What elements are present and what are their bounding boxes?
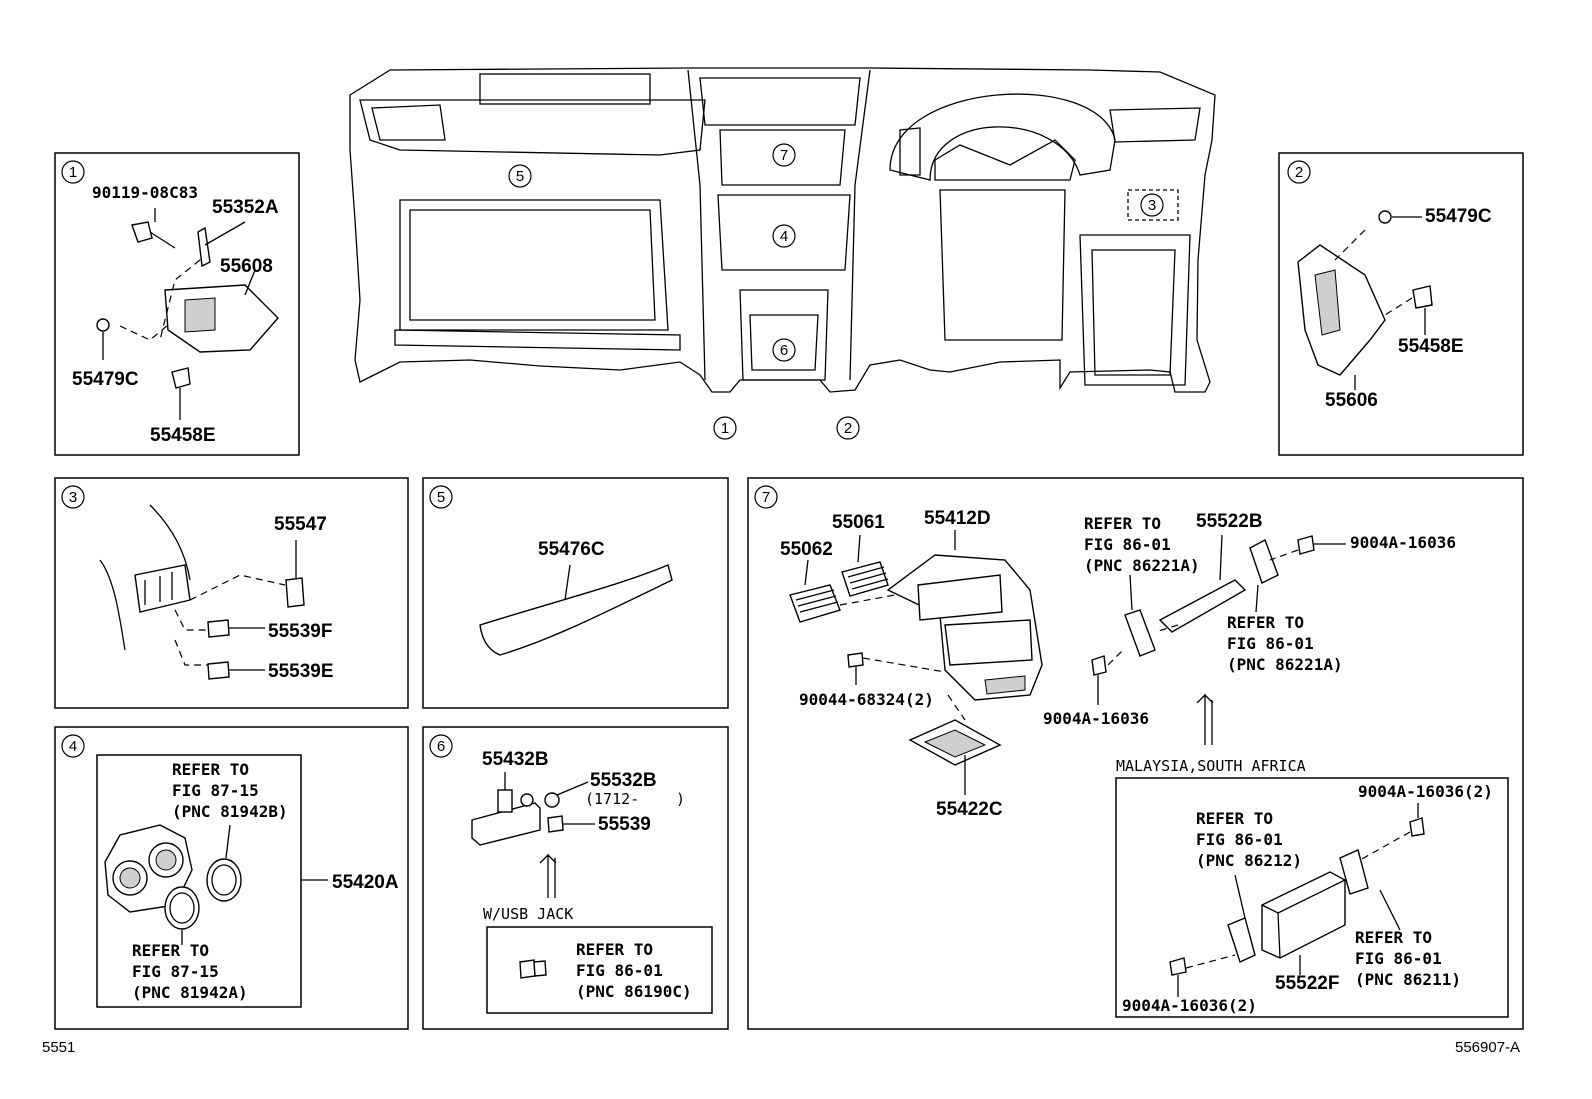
refer-a-line2: FIG 86-01 bbox=[1084, 535, 1171, 554]
part-55061: 55061 bbox=[832, 512, 885, 533]
callout-2-label: 2 bbox=[844, 420, 852, 437]
part-55547: 55547 bbox=[274, 514, 327, 535]
part-90119-08C83: 90119-08C83 bbox=[92, 183, 198, 202]
refer-b-line3: (PNC 86221A) bbox=[1227, 655, 1343, 674]
part-55539E: 55539E bbox=[268, 661, 334, 682]
panel-6-number: 6 bbox=[437, 738, 445, 755]
part-55479C: 55479C bbox=[72, 369, 139, 390]
region-condition: MALAYSIA,SOUTH AFRICA bbox=[1116, 757, 1306, 775]
refer-d-line2: FIG 86-01 bbox=[1355, 949, 1442, 968]
panel-7-number: 7 bbox=[762, 489, 770, 506]
part-9004A-16036-2-bottom: 9004A-16036(2) bbox=[1122, 996, 1257, 1015]
callout-2 bbox=[836, 416, 860, 440]
panel-2-number: 2 bbox=[1295, 164, 1303, 181]
panel-1-number: 1 bbox=[69, 164, 77, 181]
panel-7: 7 55061 55412D 55062 90044-68324(2) 5542… bbox=[747, 477, 1524, 1030]
part-9004A-16036-top: 9004A-16036 bbox=[1350, 533, 1456, 552]
panel-4: 4 55420A REFER TO FIG 87-15 (PNC 81942B)… bbox=[54, 726, 409, 1030]
callout-4 bbox=[772, 224, 796, 248]
refer-b-line1: REFER TO bbox=[1227, 613, 1304, 632]
part-55420A: 55420A bbox=[332, 872, 399, 893]
part-55532B-note-close: ) bbox=[676, 790, 685, 808]
panel-6: 6 55432B 55532B (1712- ) 55539 W/USB JAC… bbox=[422, 726, 729, 1030]
callout-6 bbox=[772, 338, 796, 362]
refer-bottom-line2: FIG 87-15 bbox=[132, 962, 219, 981]
part-55522B: 55522B bbox=[1196, 511, 1263, 532]
refer-a-line3: (PNC 86221A) bbox=[1084, 556, 1200, 575]
part-55352A: 55352A bbox=[212, 197, 279, 218]
refer-a-line1: REFER TO bbox=[1084, 514, 1161, 533]
panel-5-number: 5 bbox=[437, 489, 445, 506]
panel-3-number: 3 bbox=[69, 489, 77, 506]
panel-5: 5 55476C bbox=[422, 477, 729, 709]
panel-3: 3 55547 55539F 55539E bbox=[54, 477, 409, 709]
part-55412D: 55412D bbox=[924, 508, 991, 529]
refer-top-line2: FIG 87-15 bbox=[172, 781, 259, 800]
part-55458E-panel2: 55458E bbox=[1398, 336, 1464, 357]
refer-top-line1: REFER TO bbox=[172, 760, 249, 779]
callout-5-label: 5 bbox=[516, 168, 524, 185]
part-55606: 55606 bbox=[1325, 390, 1378, 411]
refer-c-line3: (PNC 86212) bbox=[1196, 851, 1302, 870]
part-55479C-panel2: 55479C bbox=[1425, 206, 1492, 227]
callout-6-label: 6 bbox=[780, 342, 788, 359]
panel-2: 2 55479C 55458E 55606 bbox=[1278, 152, 1524, 456]
part-55458E: 55458E bbox=[150, 425, 216, 446]
usb-jack-condition: W/USB JACK bbox=[483, 905, 573, 923]
panel-4-number: 4 bbox=[69, 738, 77, 755]
refer-c-line2: FIG 86-01 bbox=[1196, 830, 1283, 849]
part-9004A-16036-2-top: 9004A-16036(2) bbox=[1358, 782, 1493, 801]
refer-d-line3: (PNC 86211) bbox=[1355, 970, 1461, 989]
callout-7-label: 7 bbox=[780, 147, 788, 164]
part-90044-68324: 90044-68324(2) bbox=[799, 690, 934, 709]
refer-usb-line1: REFER TO bbox=[576, 940, 653, 959]
part-55532B-note: (1712- bbox=[585, 790, 639, 808]
part-55539: 55539 bbox=[598, 814, 651, 835]
callout-7 bbox=[772, 143, 796, 167]
panel-1: 1 90119-08C83 55352A 55608 55479C 55458E bbox=[54, 152, 300, 456]
part-55432B: 55432B bbox=[482, 749, 549, 770]
refer-usb-line2: FIG 86-01 bbox=[576, 961, 663, 980]
part-55476C: 55476C bbox=[538, 539, 605, 560]
part-9004A-16036-bottom: 9004A-16036 bbox=[1043, 709, 1149, 728]
refer-d-line1: REFER TO bbox=[1355, 928, 1432, 947]
callout-1 bbox=[713, 416, 737, 440]
refer-bottom-line1: REFER TO bbox=[132, 941, 209, 960]
callout-5 bbox=[508, 164, 532, 188]
part-55062: 55062 bbox=[780, 539, 833, 560]
refer-c-line1: REFER TO bbox=[1196, 809, 1273, 828]
dashboard-overview bbox=[349, 67, 1216, 393]
footer-figure-number: 5551 bbox=[42, 1039, 75, 1056]
callout-3-label: 3 bbox=[1148, 197, 1156, 214]
refer-b-line2: FIG 86-01 bbox=[1227, 634, 1314, 653]
part-55422C: 55422C bbox=[936, 799, 1003, 820]
callout-4-label: 4 bbox=[780, 228, 788, 245]
part-55522F: 55522F bbox=[1275, 973, 1339, 994]
part-55532B: 55532B bbox=[590, 770, 657, 791]
overview-callouts: 5 7 4 3 6 1 2 bbox=[508, 143, 1164, 440]
refer-usb-line3: (PNC 86190C) bbox=[576, 982, 692, 1001]
part-55608: 55608 bbox=[220, 256, 273, 277]
footer-drawing-id: 556907-A bbox=[1455, 1039, 1520, 1056]
callout-3 bbox=[1140, 193, 1164, 217]
callout-1-label: 1 bbox=[721, 420, 729, 437]
refer-bottom-line3: (PNC 81942A) bbox=[132, 983, 248, 1002]
part-55539F: 55539F bbox=[268, 621, 332, 642]
refer-top-line3: (PNC 81942B) bbox=[172, 802, 288, 821]
